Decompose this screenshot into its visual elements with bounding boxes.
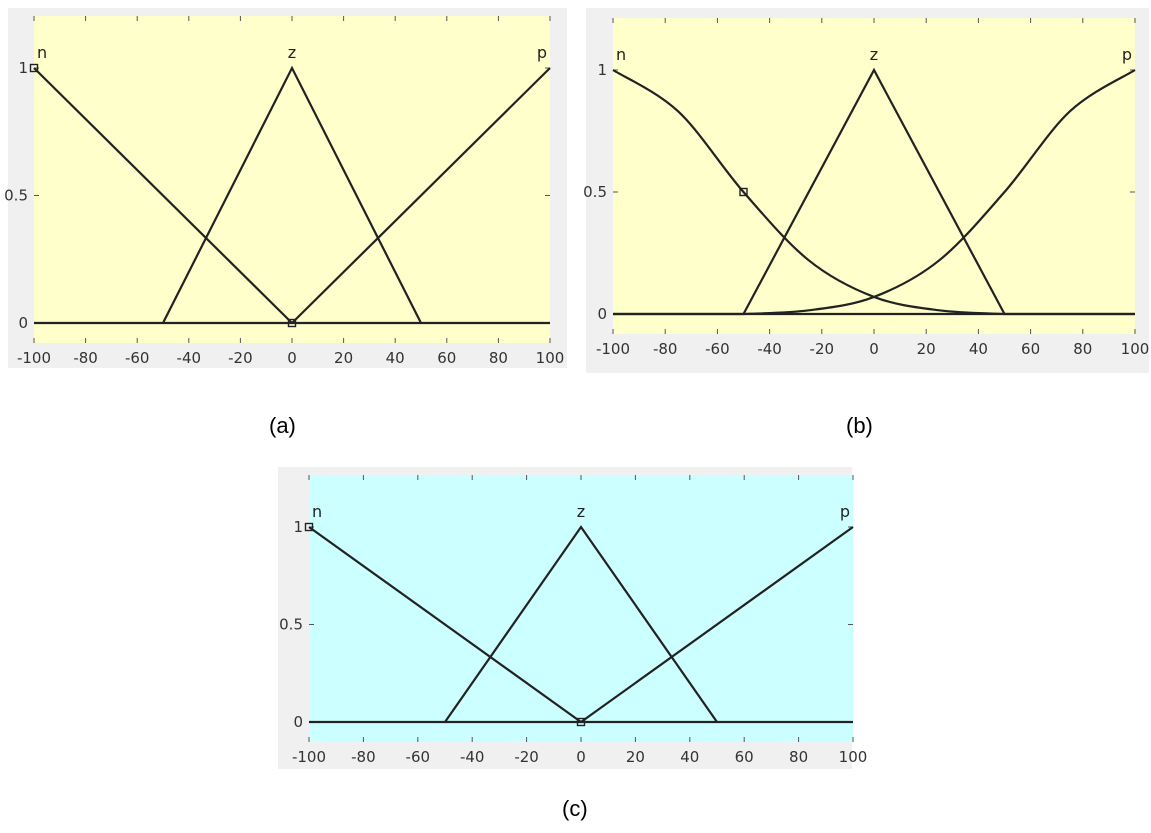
point-marker-a-1 — [287, 318, 297, 328]
series-c-p — [580, 526, 854, 723]
point-marker-b-0 — [739, 187, 748, 197]
series-label-c-p: p — [840, 502, 850, 521]
y-tick-label-a-1: 0.5 — [4, 187, 28, 205]
plot-area-c — [309, 475, 853, 742]
x-tick-label-a-4: -20 — [228, 349, 253, 367]
x-tick-label-b-3: -40 — [757, 340, 782, 358]
x-tick-label-b-10: 100 — [1121, 340, 1150, 358]
x-tick-label-b-6: 20 — [917, 340, 936, 358]
x-tick-label-a-0: -100 — [17, 349, 51, 367]
x-tick-label-a-10: 100 — [536, 349, 565, 367]
y-tick-label-c-2: 1 — [293, 518, 303, 536]
x-tick-label-b-2: -60 — [705, 340, 730, 358]
x-tick-label-b-7: 40 — [969, 340, 988, 358]
series-label-c-z: z — [577, 502, 585, 521]
chart-a-svg: -100 -80 -60 -40 -20 0 20 40 60 80 100 0 0.5 1n z p — [4, 16, 565, 367]
x-tick-label-a-6: 20 — [334, 349, 353, 367]
point-marker-a-0 — [29, 63, 39, 73]
series-label-a-n: n — [37, 43, 47, 62]
series-a-p — [291, 67, 551, 324]
y-tick-label-b-0: 0 — [597, 305, 607, 323]
x-tick-label-a-2: -60 — [125, 349, 150, 367]
point-marker-c-1 — [576, 717, 586, 727]
x-tick-label-a-1: -80 — [73, 349, 98, 367]
series-a-n — [33, 67, 293, 324]
x-tick-label-b-1: -80 — [653, 340, 678, 358]
x-tick-label-b-4: -20 — [810, 340, 835, 358]
y-tick-label-a-0: 0 — [18, 314, 28, 332]
chart-b-svg: -100 -80 -60 -40 -20 0 20 40 60 80 100 0 0.5 1n z p — [583, 18, 1150, 358]
x-tick-label-c-6: 20 — [626, 748, 645, 766]
series-label-b-p: p — [1122, 45, 1132, 64]
series-c-n — [308, 526, 582, 723]
caption-a: (a) — [269, 413, 296, 438]
x-tick-label-b-5: 0 — [869, 340, 879, 358]
x-tick-label-c-5: 0 — [576, 748, 586, 766]
x-tick-label-b-9: 80 — [1073, 340, 1092, 358]
x-tick-label-a-9: 80 — [489, 349, 508, 367]
series-label-b-n: n — [616, 45, 626, 64]
y-tick-label-b-1: 0.5 — [583, 183, 607, 201]
series-label-b-z: z — [870, 45, 878, 64]
series-label-a-z: z — [288, 43, 296, 62]
x-tick-label-a-8: 60 — [437, 349, 456, 367]
plot-area-a — [34, 16, 550, 343]
x-tick-label-a-7: 40 — [386, 349, 405, 367]
x-tick-label-c-4: -20 — [514, 748, 539, 766]
x-tick-label-c-9: 80 — [789, 748, 808, 766]
x-tick-label-c-0: -100 — [292, 748, 326, 766]
caption-c: (c) — [562, 796, 588, 821]
x-tick-label-c-3: -40 — [460, 748, 485, 766]
plot-area-b — [613, 18, 1135, 334]
x-tick-label-a-3: -40 — [177, 349, 202, 367]
series-b-p — [613, 69, 1136, 316]
caption-b: (b) — [846, 413, 873, 438]
series-label-a-p: p — [537, 43, 547, 62]
point-marker-c-0 — [304, 522, 314, 532]
x-tick-label-c-8: 60 — [735, 748, 754, 766]
y-tick-label-b-2: 1 — [597, 61, 607, 79]
x-tick-label-c-10: 100 — [839, 748, 868, 766]
x-tick-label-c-2: -60 — [406, 748, 431, 766]
x-tick-label-b-0: -100 — [596, 340, 630, 358]
series-label-c-n: n — [312, 502, 322, 521]
x-tick-label-a-5: 0 — [287, 349, 297, 367]
series-b-z — [742, 67, 1006, 315]
x-tick-label-c-7: 40 — [680, 748, 699, 766]
series-b-n — [612, 69, 1135, 316]
y-tick-label-c-0: 0 — [293, 713, 303, 731]
chart-c-svg: -100 -80 -60 -40 -20 0 20 40 60 80 100 0 0.5 1n z p — [279, 475, 867, 766]
x-tick-label-b-8: 60 — [1021, 340, 1040, 358]
y-tick-label-a-2: 1 — [18, 59, 28, 77]
y-tick-label-c-1: 0.5 — [279, 616, 303, 634]
x-tick-label-c-1: -80 — [351, 748, 376, 766]
